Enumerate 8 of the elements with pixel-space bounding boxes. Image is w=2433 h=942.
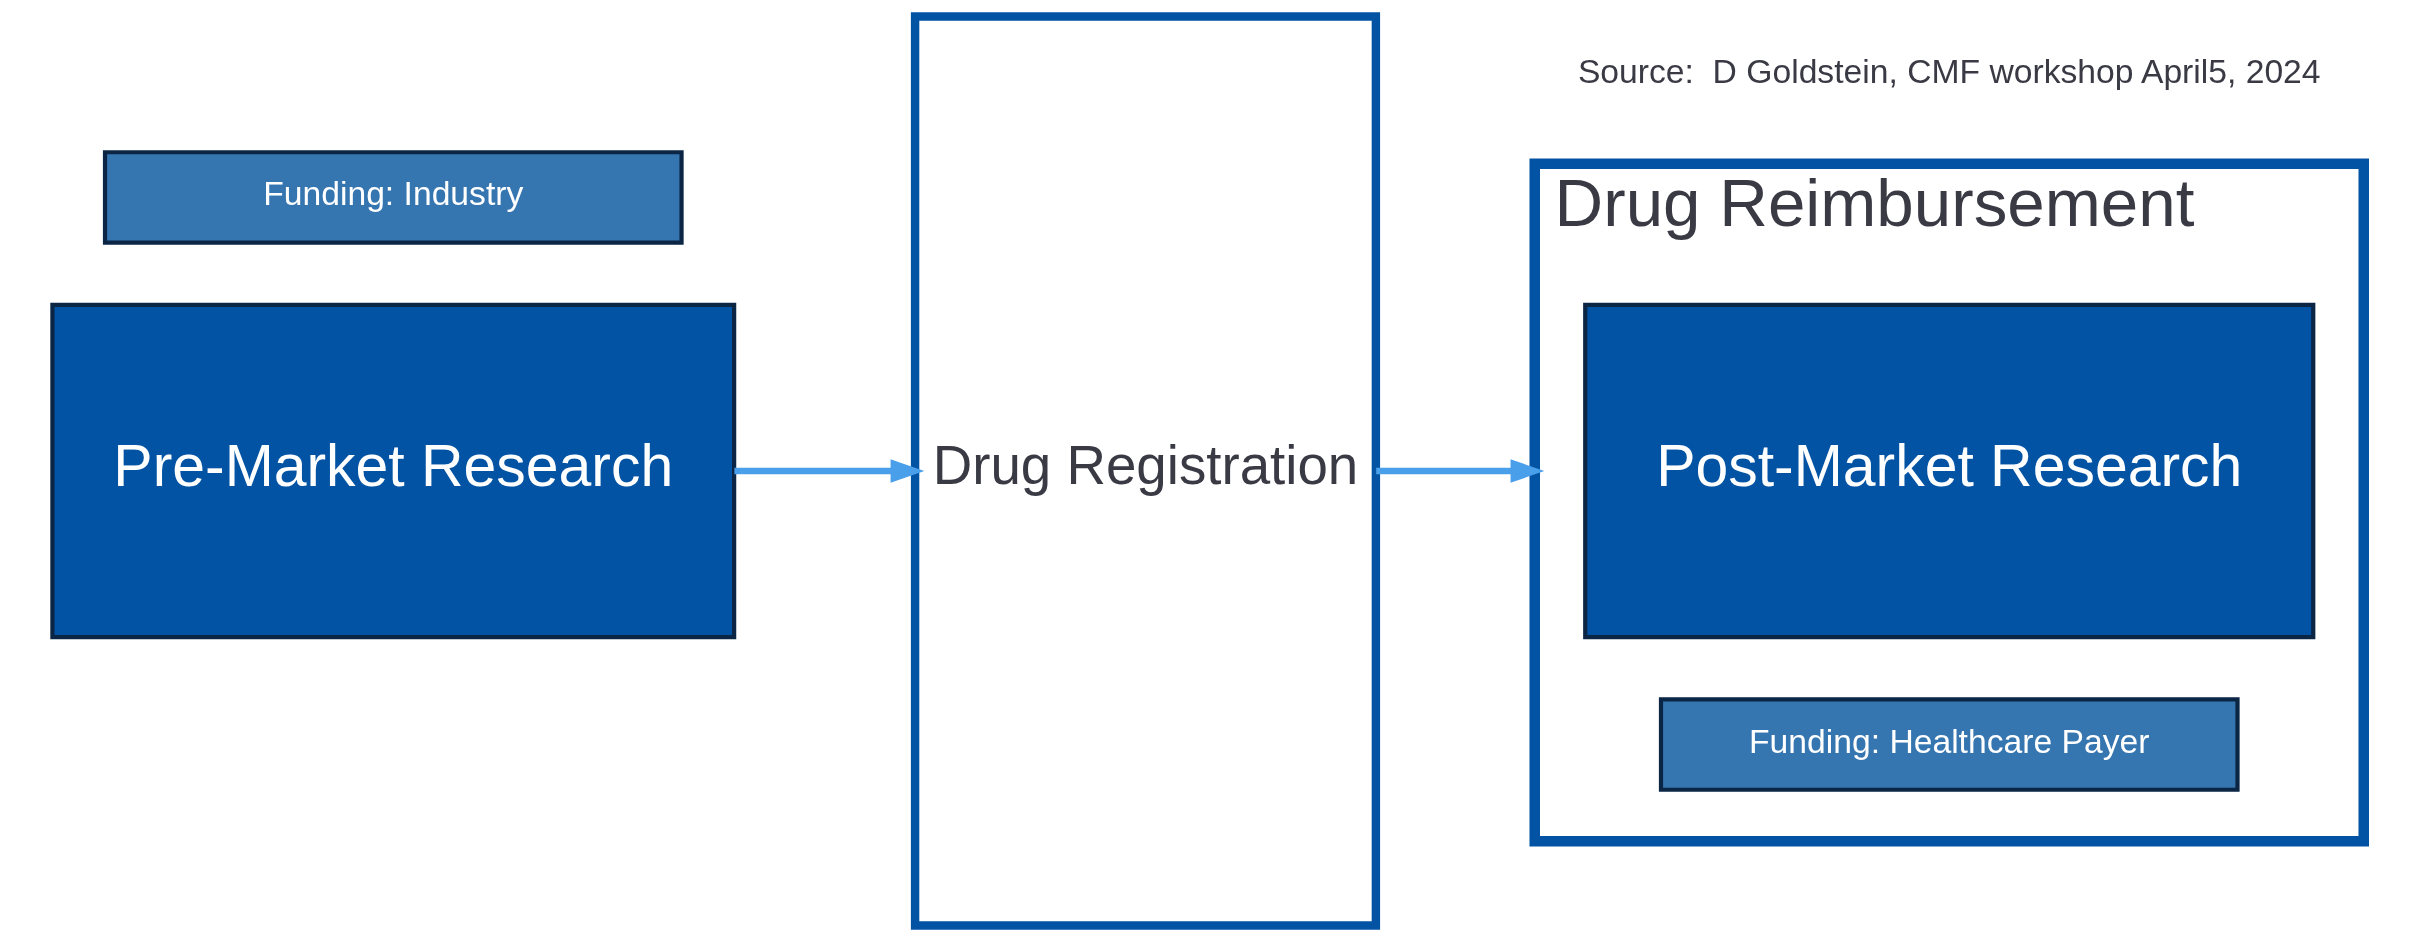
node-box: Drug Registration [910, 12, 1381, 930]
node-box: Pre-Market Research [50, 302, 737, 640]
node-box: Funding: Industry [102, 150, 684, 245]
arrow [1376, 459, 1545, 483]
arrow [734, 459, 925, 483]
label: Source: D Goldstein, CMF workshop April5, 2024 [1577, 53, 2321, 91]
node-box: Funding: Healthcare Payer [1658, 697, 2240, 792]
node-box: Post-Market Research [1583, 302, 2316, 640]
